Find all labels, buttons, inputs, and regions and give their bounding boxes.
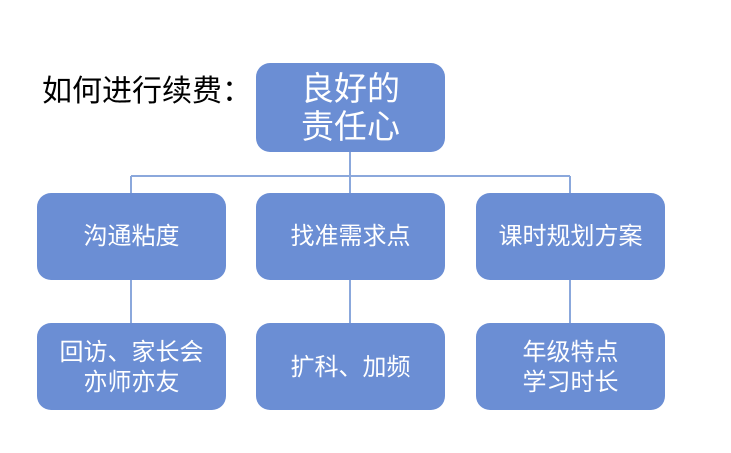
- diagram-heading: 如何进行续费：: [42, 74, 252, 109]
- level2-node-expand: 扩科、加频: [256, 323, 445, 410]
- level2-node-line: 扩科、加频: [290, 352, 411, 381]
- level2-node-visits: 回访、家长会 亦师亦友: [37, 323, 226, 410]
- level1-node-communication: 沟通粘度: [37, 193, 226, 280]
- level1-node-label: 找准需求点: [290, 222, 411, 251]
- level1-node-label: 课时规划方案: [498, 222, 643, 251]
- level2-node-line: 学习时长: [522, 367, 619, 396]
- level2-node-line: 回访、家长会: [59, 337, 204, 366]
- root-node: 良好的 责任心: [256, 63, 445, 152]
- level1-node-needs: 找准需求点: [256, 193, 445, 280]
- level2-node-line: 年级特点: [522, 337, 619, 366]
- level2-node-grade: 年级特点 学习时长: [476, 323, 665, 410]
- level1-node-plan: 课时规划方案: [476, 193, 665, 280]
- root-node-line: 责任心: [301, 106, 400, 146]
- root-node-line: 良好的: [301, 68, 400, 108]
- level1-node-label: 沟通粘度: [83, 222, 180, 251]
- level2-node-line: 亦师亦友: [83, 367, 180, 396]
